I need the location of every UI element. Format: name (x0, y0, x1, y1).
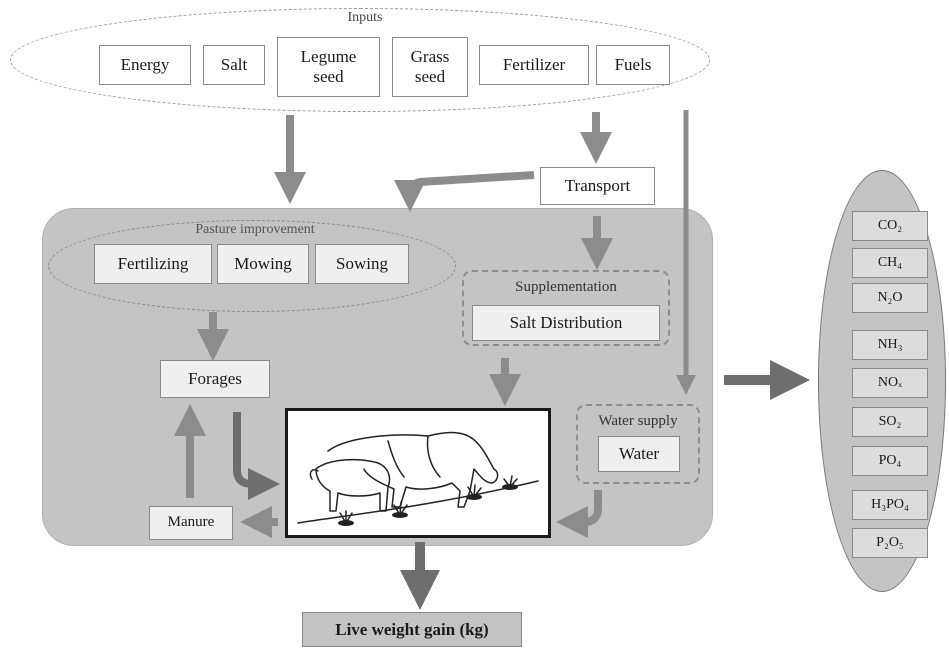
cattle-grazing-picture (285, 408, 551, 538)
input-salt: Salt (203, 45, 265, 85)
emission-p2o5: P₂O₅ (852, 528, 928, 558)
input-fertilizer: Fertilizer (479, 45, 589, 85)
salt-distribution-box: Salt Distribution (472, 305, 660, 341)
pasture-fertilizing: Fertilizing (94, 244, 212, 284)
water-box: Water (598, 436, 680, 472)
forages-box: Forages (160, 360, 270, 398)
emission-nh3: NH₃ (852, 330, 928, 360)
cattle-grazing-illustration (297, 431, 539, 526)
live-weight-gain-box: Live weight gain (kg) (302, 612, 522, 647)
emission-po4: PO₄ (852, 446, 928, 476)
pasture-mowing: Mowing (217, 244, 309, 284)
water-supply-title: Water supply (598, 413, 678, 429)
supplementation-group (462, 270, 670, 346)
input-grass-seed: Grass seed (392, 37, 468, 97)
emission-nox: NOₓ (852, 368, 928, 398)
pasture-sowing: Sowing (315, 244, 409, 284)
arrow-transport-to-pasture (394, 171, 535, 212)
inputs-ellipse (10, 8, 710, 112)
pasture-improvement-title: Pasture improvement (195, 222, 315, 237)
input-fuels: Fuels (596, 45, 670, 85)
supplementation-title: Supplementation (515, 279, 617, 295)
emission-so2: SO₂ (852, 407, 928, 437)
emission-n2o: N₂O (852, 283, 928, 313)
emission-ch4: CH₄ (852, 248, 928, 278)
input-legume-seed: Legume seed (277, 37, 380, 97)
arrow-forages-to-cattle (233, 412, 280, 500)
inputs-title: Inputs (347, 10, 383, 25)
arrow-water-to-cattle (556, 490, 602, 538)
input-energy: Energy (99, 45, 191, 85)
manure-box: Manure (149, 506, 233, 540)
water-supply-group (576, 404, 700, 484)
transport-box: Transport (540, 167, 655, 205)
pasture-improvement-ellipse (48, 220, 456, 312)
emission-h3po4: H₃PO₄ (852, 490, 928, 520)
emission-co2: CO₂ (852, 211, 928, 241)
